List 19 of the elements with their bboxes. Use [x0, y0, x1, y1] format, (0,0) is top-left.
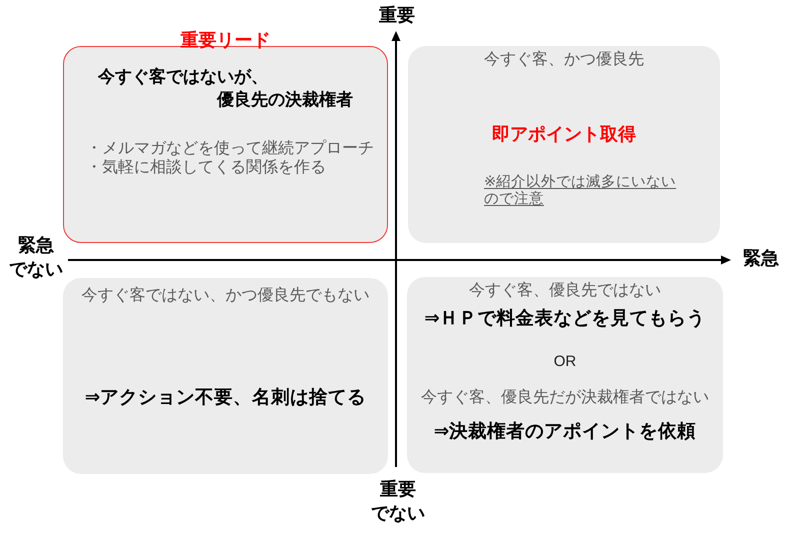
- bullet-item: ・気軽に相談してくる関係を作る: [86, 157, 326, 177]
- axis-label: 緊急でない: [8, 234, 64, 282]
- axis-label: 重要: [379, 4, 415, 28]
- action-text: ⇒アクション不要、名刺は捨てる: [84, 386, 366, 409]
- description-text: 今すぐ客、優良先だが決裁権者ではない: [421, 387, 709, 407]
- action-text: ⇒決裁権者のアポイントを依頼: [434, 420, 696, 443]
- description-text: 今すぐ客ではない、かつ優良先でもない: [82, 285, 370, 305]
- description-text: 今すぐ客、優良先ではない: [469, 280, 661, 300]
- axis-label: 重要でない: [370, 478, 426, 526]
- note-text: ※紹介以外では滅多にいないので注意: [484, 174, 678, 208]
- description-text: 今すぐ客、かつ優良先: [484, 49, 644, 69]
- action-text: 即アポイント取得: [492, 124, 636, 146]
- title-text: 今すぐ客ではないが、優良先の決裁権者: [98, 66, 353, 112]
- bullet-item: ・メルマガなどを使って継続アプローチ: [86, 138, 374, 158]
- separator-text: OR: [554, 353, 576, 371]
- axis-label: 緊急: [743, 247, 779, 271]
- action-text: ⇒ＨＰで料金表などを見てもらう: [424, 307, 706, 330]
- box-heading: 重要リード: [180, 30, 270, 52]
- quadrant-box: [408, 46, 720, 243]
